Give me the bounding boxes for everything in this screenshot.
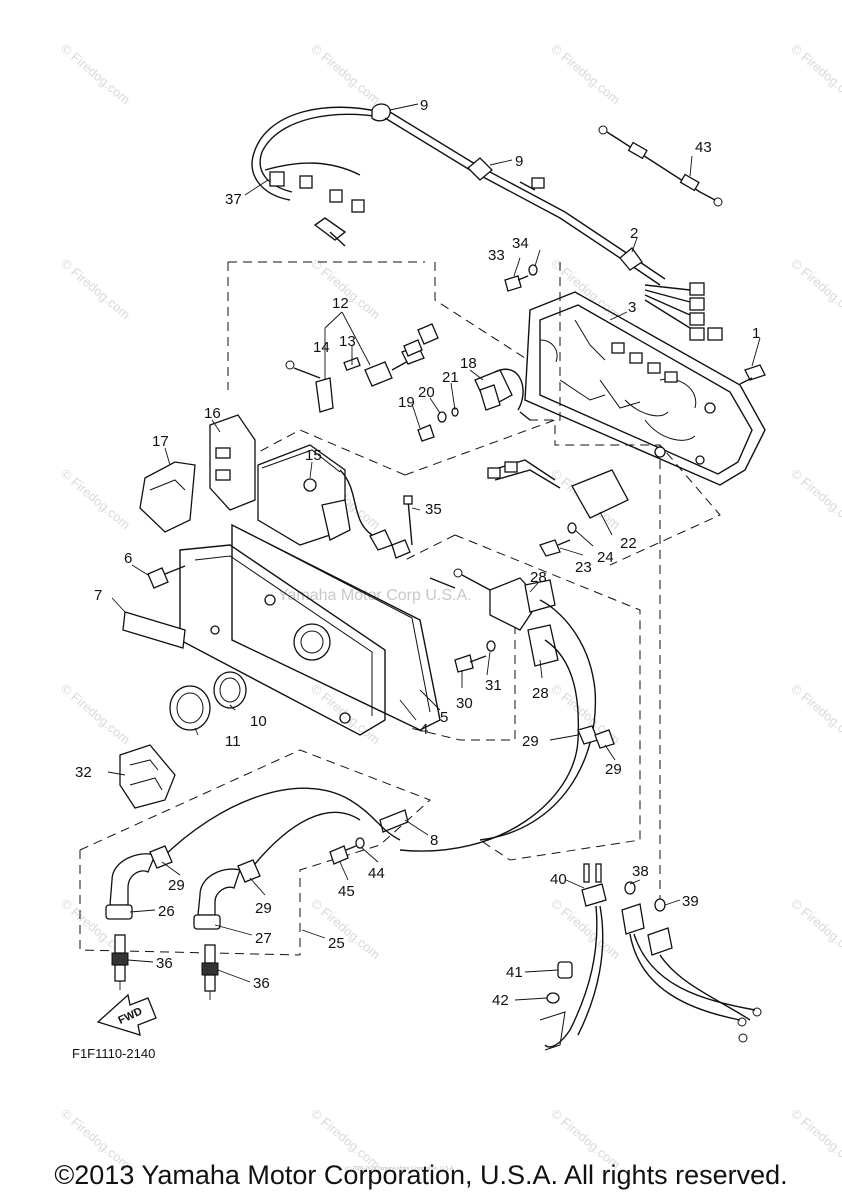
callout-28: 28: [532, 685, 549, 702]
callout-29: 29: [522, 733, 539, 750]
leader-lines: [107, 103, 761, 1001]
callout-41: 41: [506, 964, 523, 981]
cdi-unit-16: [139, 414, 351, 546]
callout-35: 35: [425, 501, 442, 518]
cap-10: [169, 671, 247, 731]
watermark: © Firedog.com: [308, 256, 383, 322]
callout-4: 4: [420, 721, 428, 738]
bracket-plate-3: [524, 291, 766, 486]
watermark: © Firedog.com: [788, 466, 842, 532]
callout-34: 34: [512, 235, 529, 252]
callout-43: 43: [695, 139, 712, 156]
callout-9: 9: [420, 97, 428, 114]
watermark: © Firedog.com: [788, 256, 842, 322]
callout-6: 6: [124, 550, 132, 567]
callout-labels: 9 9 43 37 2 33 34 3 1 12 13 14 18 21 20 …: [75, 97, 760, 1009]
copyright-notice: ©2013 Yamaha Motor Corporation, U.S.A. A…: [54, 1160, 788, 1190]
bolt-6: [147, 565, 186, 589]
callout-27: 27: [255, 930, 272, 947]
watermark: © Firedog.com: [58, 681, 133, 747]
group-outlines: [79, 261, 721, 956]
callout-29: 29: [168, 877, 185, 894]
fwd-arrow-icon: FWD: [96, 993, 157, 1036]
watermark: © Firedog.com: [58, 41, 133, 107]
callout-1: 1: [752, 325, 760, 342]
callout-5: 5: [440, 709, 448, 726]
watermark: © Firedog.com: [58, 256, 133, 322]
bolt-33: [504, 264, 538, 292]
callout-20: 20: [418, 384, 435, 401]
electrical-box-4: [179, 523, 441, 736]
callout-8: 8: [430, 832, 438, 849]
ignition-coil-22: [487, 459, 629, 557]
callout-36: 36: [253, 975, 270, 992]
callout-11: 11: [225, 733, 241, 750]
callout-31: 31: [485, 677, 502, 694]
callout-37: 37: [225, 191, 242, 208]
callout-22: 22: [620, 535, 637, 552]
relay-assembly-12: [285, 323, 439, 413]
callout-33: 33: [488, 247, 505, 264]
callout-45: 45: [338, 883, 355, 900]
footer-fine-print: (c) 2000-2015 Yamaha Motor Corporation, …: [345, 1166, 455, 1172]
callout-3: 3: [628, 299, 636, 316]
callout-18: 18: [460, 355, 477, 372]
callout-28: 28: [530, 569, 547, 586]
spark-plug-36: [111, 934, 219, 1000]
callout-2: 2: [630, 225, 638, 242]
sub-wire-harness-37: [251, 103, 391, 247]
ignition-coil-28: [399, 568, 597, 852]
callout-9: 9: [515, 153, 523, 170]
lead-wire-43: [598, 125, 723, 207]
callout-14: 14: [313, 339, 330, 356]
label-7: [122, 611, 186, 649]
callout-12: 12: [332, 295, 349, 312]
center-watermark: Yamaha Motor Corp U.S.A.: [278, 587, 472, 604]
callout-44: 44: [368, 865, 385, 882]
callout-25: 25: [328, 935, 345, 952]
callout-39: 39: [682, 893, 699, 910]
callout-42: 42: [492, 992, 509, 1009]
holder-32: [119, 744, 176, 809]
watermark-layer: © Firedog.com © Firedog.com © Firedog.co…: [58, 41, 842, 1172]
callout-17: 17: [152, 433, 169, 450]
watermark: © Firedog.com: [308, 896, 383, 962]
rectifier-18: [417, 368, 531, 442]
callout-30: 30: [456, 695, 473, 712]
callout-24: 24: [597, 549, 614, 566]
callout-19: 19: [398, 394, 415, 411]
watermark: © Firedog.com: [308, 41, 383, 107]
bolt-1: [739, 364, 766, 385]
callout-26: 26: [158, 903, 175, 920]
clamp-29: [577, 725, 615, 749]
spark-plug-lead-25: [105, 787, 401, 930]
watermark: © Firedog.com: [58, 466, 133, 532]
callout-38: 38: [632, 863, 649, 880]
watermark: © Firedog.com: [548, 41, 623, 107]
callout-10: 10: [250, 713, 267, 730]
bolt-45: [329, 837, 365, 865]
watermark: © Firedog.com: [788, 41, 842, 107]
callout-40: 40: [550, 871, 567, 888]
callout-15: 15: [305, 447, 322, 464]
drawing-code: F1F1110-2140: [72, 1046, 156, 1061]
callout-21: 21: [442, 369, 459, 386]
main-wire-harness: [384, 111, 723, 341]
switch-assembly-40: [539, 863, 762, 1051]
watermark: © Firedog.com: [788, 681, 842, 747]
callout-23: 23: [575, 559, 592, 576]
callout-29: 29: [605, 761, 622, 778]
watermark: © Firedog.com: [788, 896, 842, 962]
tie-35: [339, 469, 413, 559]
callout-7: 7: [94, 587, 102, 604]
callout-16: 16: [204, 405, 221, 422]
callout-32: 32: [75, 764, 92, 781]
callout-29: 29: [255, 900, 272, 917]
callout-36: 36: [156, 955, 173, 972]
callout-13: 13: [339, 333, 356, 350]
